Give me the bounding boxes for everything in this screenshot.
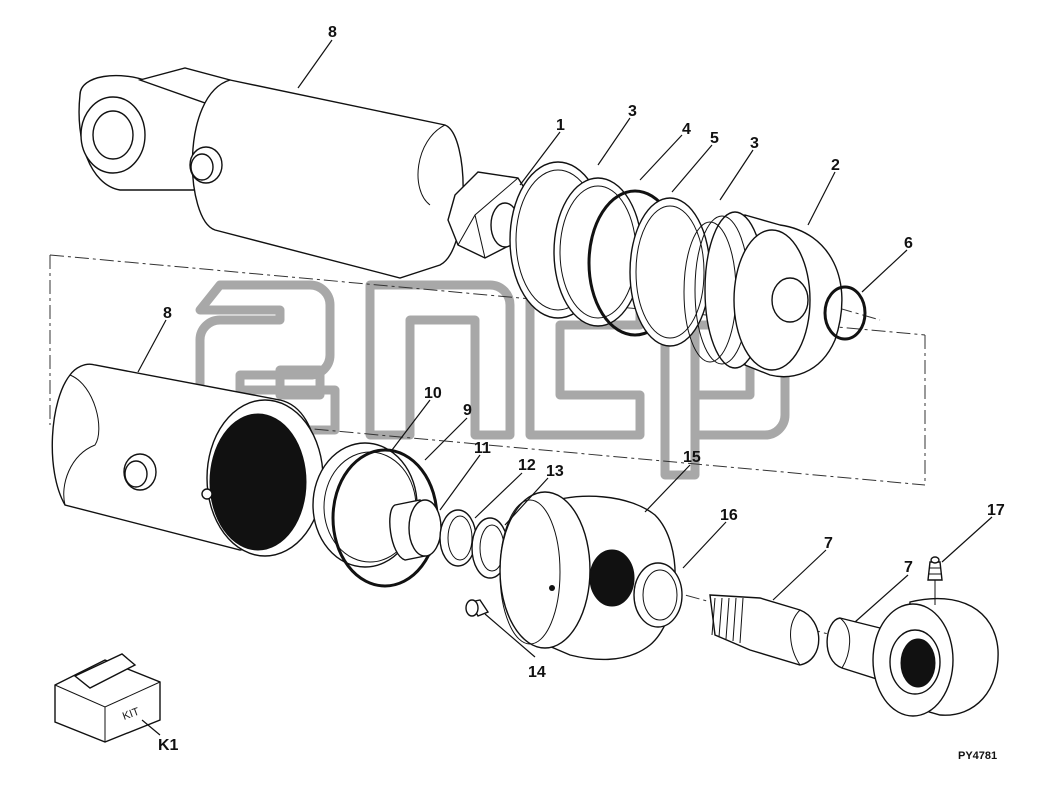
callout-12: 12 [518, 457, 536, 474]
callout-14: 14 [528, 664, 546, 681]
part-13-ring [471, 517, 509, 579]
callout-10: 10 [424, 385, 442, 402]
callout-5: 5 [710, 130, 719, 147]
part-8-cylinder-barrel-lower [51, 363, 324, 557]
part-15-gland [499, 491, 676, 661]
part-14-fitting [465, 599, 490, 617]
callout-1: 1 [556, 117, 565, 134]
callout-8-upper: 8 [328, 24, 337, 41]
callout-7-rod: 7 [824, 535, 833, 552]
callout-8-lower: 8 [163, 305, 172, 322]
callout-3-front: 3 [628, 103, 637, 120]
part-7-piston-rod [709, 594, 820, 666]
kit-box-label: KIT [121, 706, 141, 723]
callout-2: 2 [831, 157, 840, 174]
callout-9: 9 [463, 402, 472, 419]
part-11-bushing [389, 499, 442, 561]
callout-13: 13 [546, 463, 564, 480]
callout-15: 15 [683, 449, 701, 466]
part-12-ring [439, 509, 477, 567]
callout-leader-lines [137, 39, 993, 736]
kit-box: KIT [54, 653, 161, 743]
part-17-grease-fitting [927, 556, 943, 605]
callout-K1: K1 [158, 737, 179, 754]
callout-7-rod-end: 7 [904, 559, 913, 576]
part-3-ring-rear [629, 197, 711, 347]
callout-4: 4 [682, 121, 691, 138]
part-16-ring [633, 562, 683, 628]
part-6-o-ring [823, 285, 867, 341]
drawing-code: PY4781 [958, 750, 997, 762]
callout-6: 6 [904, 235, 913, 252]
callout-11: 11 [474, 440, 491, 457]
part-7-rod-end [826, 597, 999, 717]
part-8-cylinder-barrel-upper [78, 67, 464, 279]
callout-numbers: 8 1 3 4 5 3 2 6 8 10 9 11 12 13 15 16 7 … [158, 24, 1005, 754]
part-2-piston [683, 211, 843, 378]
callout-16: 16 [720, 507, 738, 524]
callout-17: 17 [987, 502, 1005, 519]
callout-3-rear: 3 [750, 135, 759, 152]
